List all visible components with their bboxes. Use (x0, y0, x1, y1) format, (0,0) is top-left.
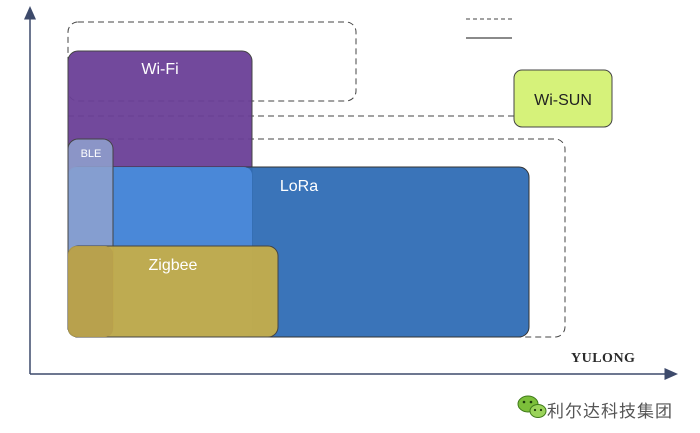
ble-label: BLE (81, 148, 102, 160)
wechat-icon (517, 395, 547, 418)
zigbee-label: Zigbee (149, 257, 198, 274)
wisun-label: Wi-SUN (534, 92, 592, 109)
brand-label: YULONG (571, 351, 636, 366)
watermark-text: 利尔达科技集团 (547, 402, 673, 422)
lora-label: LoRa (280, 178, 318, 195)
wisun-region (513, 69, 613, 128)
zigbee-ble-overlap (68, 246, 113, 337)
wifi-label: Wi-Fi (141, 61, 178, 78)
